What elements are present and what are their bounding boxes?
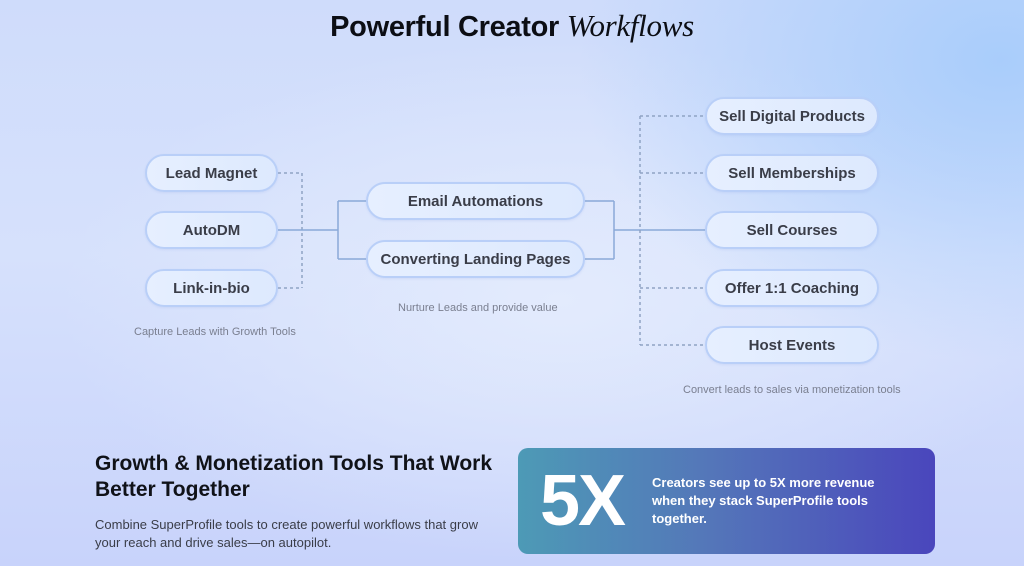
stat-card: 5X Creators see up to 5X more revenue wh… bbox=[518, 448, 935, 554]
page-title: Powerful Creator Workflows bbox=[0, 8, 1024, 44]
title-italic: Workflows bbox=[566, 8, 694, 43]
pill-link-in-bio: Link-in-bio bbox=[145, 269, 278, 307]
title-bold: Powerful Creator bbox=[330, 11, 559, 43]
pill-autodm: AutoDM bbox=[145, 211, 278, 249]
section-heading: Growth & Monetization Tools That Work Be… bbox=[95, 452, 493, 501]
stat-text: Creators see up to 5X more revenue when … bbox=[652, 475, 875, 526]
pill-lead-magnet: Lead Magnet bbox=[145, 154, 278, 192]
pill-sell-digital-products: Sell Digital Products bbox=[705, 97, 879, 135]
monetization-tools-caption: Convert leads to sales via monetization … bbox=[683, 384, 901, 396]
nurture-tools-caption: Nurture Leads and provide value bbox=[398, 302, 558, 314]
pill-converting-landing-pages: Converting Landing Pages bbox=[366, 240, 585, 278]
pill-email-automations: Email Automations bbox=[366, 182, 585, 220]
section-description: Combine SuperProfile tools to create pow… bbox=[95, 517, 478, 550]
pill-offer-coaching: Offer 1:1 Coaching bbox=[705, 269, 879, 307]
growth-tools-caption: Capture Leads with Growth Tools bbox=[134, 326, 296, 338]
pill-sell-memberships: Sell Memberships bbox=[705, 154, 879, 192]
stat-value: 5X bbox=[540, 461, 626, 541]
pill-sell-courses: Sell Courses bbox=[705, 211, 879, 249]
pill-host-events: Host Events bbox=[705, 326, 879, 364]
